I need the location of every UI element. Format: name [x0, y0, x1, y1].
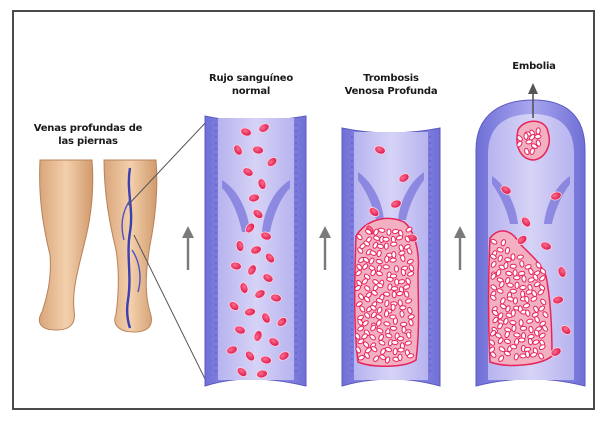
clot-cell — [392, 229, 399, 234]
clot-cell — [392, 251, 397, 258]
clot-cell — [384, 256, 389, 263]
up-arrow-icon — [319, 226, 331, 270]
clot-cell — [520, 326, 527, 330]
label-normal-flow: Rujo sanguíneo normal — [196, 72, 306, 98]
clot-cell — [384, 243, 388, 250]
left-leg — [39, 160, 92, 330]
clot-cell — [536, 128, 541, 135]
vessel-normal — [205, 116, 306, 386]
clot-cell — [398, 299, 403, 306]
clot-cell — [386, 277, 393, 282]
clot-cell — [534, 134, 541, 139]
clot-cell — [391, 287, 397, 291]
label-dvt: Trombosis Venosa Profunda — [336, 72, 446, 98]
clot-cell — [510, 264, 516, 268]
clot-cell — [400, 322, 407, 327]
clot-cell — [400, 311, 405, 318]
clot-cell — [383, 264, 390, 269]
clot-cell — [513, 332, 520, 337]
clot-cell — [398, 348, 405, 352]
clot-cell — [391, 304, 395, 311]
clot-cell — [510, 289, 517, 293]
clot-cell — [391, 340, 398, 345]
clot-cell — [383, 237, 390, 241]
clot-cell — [511, 254, 515, 260]
clot-cell — [514, 276, 521, 280]
clot-cell — [524, 133, 528, 139]
up-arrow-icon — [182, 226, 194, 270]
clot-cell — [511, 325, 516, 332]
right-leg — [104, 160, 157, 332]
clot-cell — [515, 282, 519, 289]
clot-cell — [504, 257, 511, 262]
clot-cell — [513, 270, 517, 276]
clot-cell — [390, 258, 397, 263]
clot-cell — [398, 354, 402, 361]
legs-illustration — [39, 120, 208, 385]
clot-cell — [513, 297, 518, 304]
clot-cell — [394, 266, 398, 273]
clot-cell — [519, 338, 525, 342]
clot-cell — [390, 326, 397, 331]
clot-cell — [393, 348, 398, 355]
label-embolism: Embolia — [492, 60, 576, 73]
vessel-embolism — [476, 83, 585, 386]
up-arrow-icon — [454, 226, 466, 270]
clot-cell — [522, 275, 527, 282]
clot-cell — [393, 318, 397, 325]
label-deep-veins: Venas profundas de las piernas — [24, 122, 152, 148]
clot-cell — [397, 336, 404, 341]
clot-cell — [387, 229, 391, 236]
clot-cell — [399, 305, 406, 310]
clot-cell — [390, 242, 397, 247]
clot-cell — [505, 247, 510, 254]
clot-cell — [511, 310, 516, 317]
clot-cell — [525, 351, 530, 358]
clot-cell — [509, 320, 516, 325]
clot-cell — [520, 285, 527, 290]
clot-cell — [392, 291, 396, 297]
clot-cell — [519, 320, 523, 327]
vessel-dvt — [342, 128, 440, 386]
